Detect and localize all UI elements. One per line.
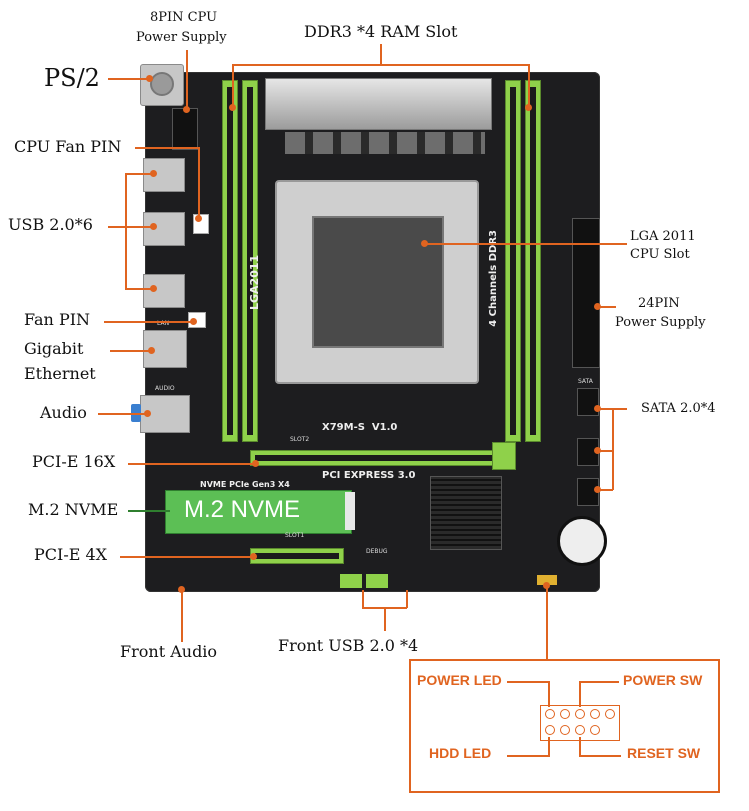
label-fan-pin: Fan PIN xyxy=(24,310,91,329)
power-sw-label: POWER SW xyxy=(623,672,703,688)
front-panel-header xyxy=(537,575,557,585)
socket-text: LGA2011 xyxy=(248,254,261,310)
m2-card-label: M.2 NVME xyxy=(184,496,301,523)
audio-text: AUDIO xyxy=(155,385,175,392)
cmos-battery xyxy=(557,516,607,566)
pcie-4x-slot xyxy=(250,548,344,564)
slot2-text: SLOT2 xyxy=(290,436,310,443)
ram-slot-2 xyxy=(242,80,258,442)
label-ddr3: DDR3 *4 RAM Slot xyxy=(304,22,458,41)
label-front-audio: Front Audio xyxy=(120,642,218,661)
eight-pin-connector xyxy=(172,108,198,150)
label-ethernet: Ethernet xyxy=(24,364,96,383)
nvme-text: NVME PCIe Gen3 X4 xyxy=(200,480,290,489)
ram-slot-3 xyxy=(505,80,521,442)
front-usb-header-2 xyxy=(366,574,388,588)
hdd-led-label: HDD LED xyxy=(429,745,492,761)
label-lga: LGA 2011 xyxy=(630,229,696,244)
label-24pin: 24PIN xyxy=(638,296,680,311)
label-front-usb: Front USB 2.0 *4 xyxy=(278,636,419,655)
sata-text: SATA xyxy=(578,378,593,385)
debug-text: DEBUG xyxy=(366,548,388,555)
m2-connector xyxy=(345,492,355,530)
slot1-text: SLOT1 xyxy=(285,532,305,539)
label-m2: M.2 NVME xyxy=(28,500,119,519)
pcie-16x-slot xyxy=(250,450,512,466)
label-pcie4: PCI-E 4X xyxy=(34,545,108,564)
usb-port-1 xyxy=(143,158,185,192)
label-cpu-fan: CPU Fan PIN xyxy=(14,137,122,156)
label-8pin-2: Power Supply xyxy=(136,30,227,45)
twentyfour-pin-connector xyxy=(572,218,600,368)
cpu-socket xyxy=(312,216,444,348)
label-pcie16: PCI-E 16X xyxy=(32,452,116,471)
label-gigabit: Gigabit xyxy=(24,339,84,358)
usb-port-2 xyxy=(143,212,185,246)
ram-slot-4 xyxy=(525,80,541,442)
ps2-socket xyxy=(150,72,174,96)
vrm-heatsink xyxy=(265,78,492,130)
label-8pin: 8PIN CPU xyxy=(150,10,218,25)
label-ps2: PS/2 xyxy=(44,64,100,92)
label-lga-2: CPU Slot xyxy=(630,247,690,262)
ram-slot-1 xyxy=(222,80,238,442)
label-24pin-2: Power Supply xyxy=(615,315,706,330)
m2-card xyxy=(165,490,352,534)
lan-text: LAN xyxy=(157,320,170,327)
pci-express-text: PCI EXPRESS 3.0 xyxy=(322,470,416,481)
label-usb20x6: USB 2.0*6 xyxy=(8,215,93,234)
model-text: X79M-S V1.0 xyxy=(322,422,398,433)
front-usb-header-1 xyxy=(340,574,362,588)
pcie-latch xyxy=(492,442,516,470)
label-sata: SATA 2.0*4 xyxy=(641,401,716,416)
sata-port-1 xyxy=(577,388,599,416)
reset-sw-label: RESET SW xyxy=(627,745,701,761)
front-panel-pinout: POWER LED POWER SW HDD LED RESET SW xyxy=(409,659,720,793)
usb-port-3 xyxy=(143,274,185,308)
chokes xyxy=(285,132,485,154)
label-audio: Audio xyxy=(40,403,87,422)
chipset-heatsink xyxy=(430,476,502,550)
power-led-label: POWER LED xyxy=(417,672,502,688)
